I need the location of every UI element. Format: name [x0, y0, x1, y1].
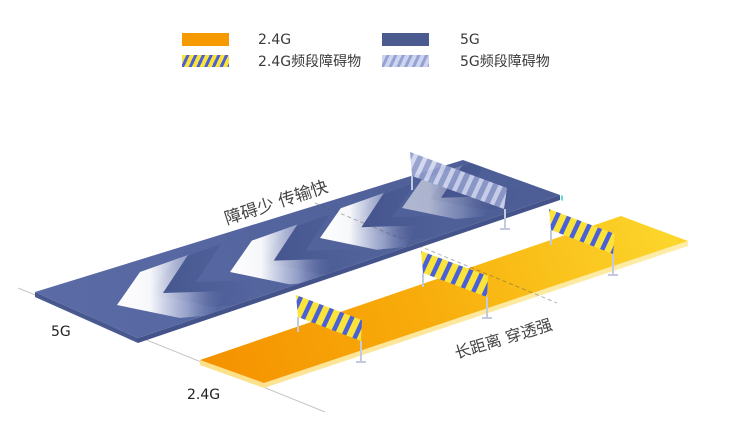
5g-obstacle-barrier — [410, 152, 510, 230]
5g-band-label: 5G — [51, 324, 71, 340]
2-4g-obstacle-barrier — [421, 251, 492, 319]
2-4g-obstacle-barrier — [296, 295, 366, 363]
legend-label-5g-obstacle: 5G频段障碍物 — [460, 54, 550, 70]
chevron-arrow-icon — [117, 255, 227, 318]
legend-swatch-2-4g-obstacle — [182, 55, 229, 67]
legend-label-5g: 5G — [460, 32, 480, 48]
dashed-guide-line — [314, 202, 558, 304]
chevron-arrow-icon — [230, 224, 335, 285]
2-4g-annotation: 长距离 穿透强 — [452, 315, 554, 363]
legend-label-2-4g: 2.4G — [258, 32, 292, 48]
chevron-arrow-icon — [320, 193, 419, 250]
legend-swatch-5g-obstacle — [382, 55, 429, 67]
legend-swatch-5g — [382, 33, 429, 46]
2-4g-band-label: 2.4G — [187, 387, 220, 403]
2-4g-obstacle-barrier — [549, 209, 618, 276]
legend-swatch-2-4g — [182, 33, 229, 46]
2-4g-band-plane — [200, 216, 688, 388]
legend-label-2-4g-obstacle: 2.4G频段障碍物 — [258, 54, 362, 70]
